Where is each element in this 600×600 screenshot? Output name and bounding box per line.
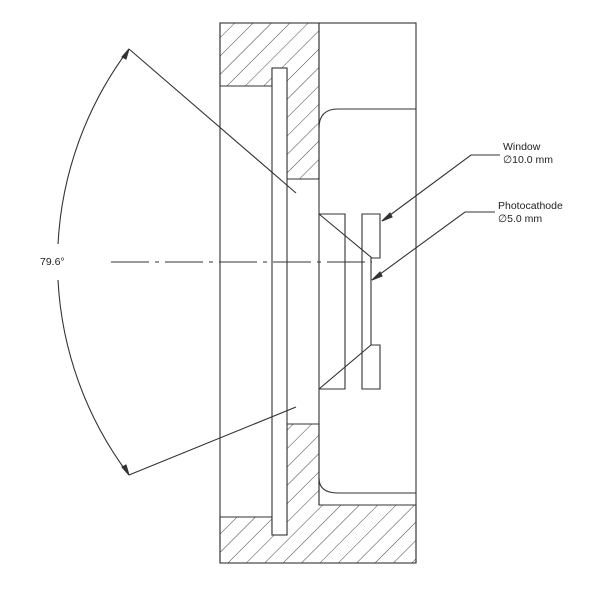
window-element [361,213,381,390]
window-label: Window [503,141,541,153]
arrowhead-icon [371,271,383,281]
housing-top-hatched-section [219,22,320,180]
view-angle-label: 79.6° [40,256,65,268]
arrowhead-icon [381,212,393,222]
window-diameter-label: ∅10.0 mm [503,154,553,166]
housing-outline [219,22,417,564]
angle-dimension-arc-top [57,48,130,245]
aperture-edge-top [318,213,373,259]
arrowhead-icon [121,48,130,60]
arrowhead-icon [121,464,130,476]
view-angle-line-bottom [128,406,297,476]
angle-dimension-arc-bottom [57,279,130,476]
cavity-top-curve [318,108,416,129]
cavity-bottom-curve [318,477,416,494]
photocathode-leader-line [371,211,495,281]
aperture-edge-bottom [318,344,372,390]
window-leader-line [381,154,500,222]
front-plate [271,67,288,536]
photocathode-diameter-label: ∅5.0 mm [498,213,543,225]
view-angle-line-top [128,48,297,194]
aperture-holder [319,213,346,390]
photocathode-label: Photocathode [498,200,563,212]
